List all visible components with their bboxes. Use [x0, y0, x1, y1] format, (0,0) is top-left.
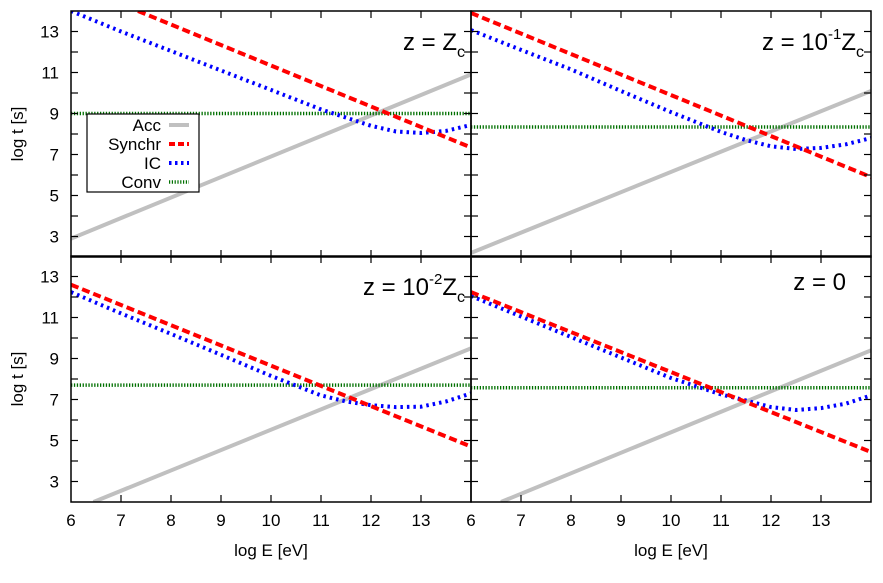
x-tick-label: 13 [412, 511, 431, 530]
y-tick-label: 3 [50, 228, 59, 247]
y-tick-label: 5 [50, 432, 59, 451]
panel-bottom-left: z = 10-2Zc [71, 271, 471, 502]
x-tick-label: 11 [712, 511, 730, 530]
x-tick-label: 12 [362, 511, 381, 530]
x-tick-label: 6 [466, 511, 475, 530]
curves-bottom-right [471, 290, 871, 502]
x-axis-label-left: log E [eV] [234, 541, 308, 560]
panel-bottom-right: z = 0 [471, 269, 871, 502]
series-acc [71, 72, 471, 241]
x-tick-label: 7 [116, 511, 125, 530]
series-synchr [471, 290, 871, 454]
legend-label-ic: IC [144, 154, 161, 173]
y-tick-label: 9 [50, 105, 59, 124]
x-tick-label: 10 [262, 511, 281, 530]
x-tick-label: 13 [812, 511, 831, 530]
legend-item-ic: IC [144, 154, 189, 173]
x-tick-label: 7 [516, 511, 525, 530]
x-tick-label: 9 [216, 511, 225, 530]
legend-label-acc: Acc [133, 116, 162, 135]
series-ic [471, 28, 871, 151]
legend-label-synchr: Synchr [108, 135, 161, 154]
series-synchr [471, 11, 871, 179]
x-tick-label: 8 [566, 511, 575, 530]
legend-item-conv: Conv [121, 173, 189, 192]
legend-label-conv: Conv [121, 173, 161, 192]
x-tick-label: 11 [312, 511, 330, 530]
y-tick-label: 7 [50, 391, 59, 410]
y-tick-label: 11 [41, 64, 59, 83]
y-tick-label: 7 [50, 146, 59, 165]
y-tick-label: 11 [41, 309, 59, 328]
y-tick-label: 5 [50, 187, 59, 206]
x-tick-label: 6 [66, 511, 75, 530]
y-axis-label-bottom: log t [s] [8, 352, 27, 407]
panel-top-right: z = 10-1Zc [471, 11, 871, 255]
panel-label-bottom-left: z = 10-2Zc [363, 271, 465, 306]
x-tick-label: 10 [662, 511, 681, 530]
y-tick-label: 13 [40, 23, 59, 42]
panel-label-bottom-right: z = 0 [793, 269, 846, 296]
tick-labels: 3 5 7 9 11 13 3 5 7 9 11 13 6 7 8 9 10 11 12 13 6 7 8 9 10 11 12 13 [40, 23, 830, 531]
x-axis-label-right: log E [eV] [634, 541, 708, 560]
series-ic [471, 294, 871, 412]
series-ic [71, 290, 471, 410]
panel-label-top-right: z = 10-1Zc [762, 26, 864, 61]
x-tick-label: 8 [166, 511, 175, 530]
curves-top-left [71, 11, 471, 241]
y-tick-label: 9 [50, 350, 59, 369]
series-acc [92, 346, 471, 502]
legend: Acc Synchr IC Conv [86, 113, 200, 193]
curves-bottom-left [71, 282, 471, 502]
legend-item-acc: Acc [133, 116, 189, 135]
x-tick-label: 9 [616, 511, 625, 530]
x-tick-label: 12 [762, 511, 781, 530]
series-acc [500, 348, 871, 502]
series-synchr [71, 282, 471, 449]
series-ic [71, 11, 471, 135]
y-tick-label: 13 [40, 268, 59, 287]
legend-item-synchr: Synchr [108, 135, 189, 154]
panel-label-top-left: z = Zc [403, 29, 465, 61]
series-acc [471, 89, 871, 255]
y-tick-label: 3 [50, 473, 59, 492]
panel-top-left: z = Zc [71, 11, 471, 241]
panel-frames [70, 10, 872, 503]
curves-top-right [471, 11, 871, 255]
y-axis-label-top: log t [s] [8, 107, 27, 162]
